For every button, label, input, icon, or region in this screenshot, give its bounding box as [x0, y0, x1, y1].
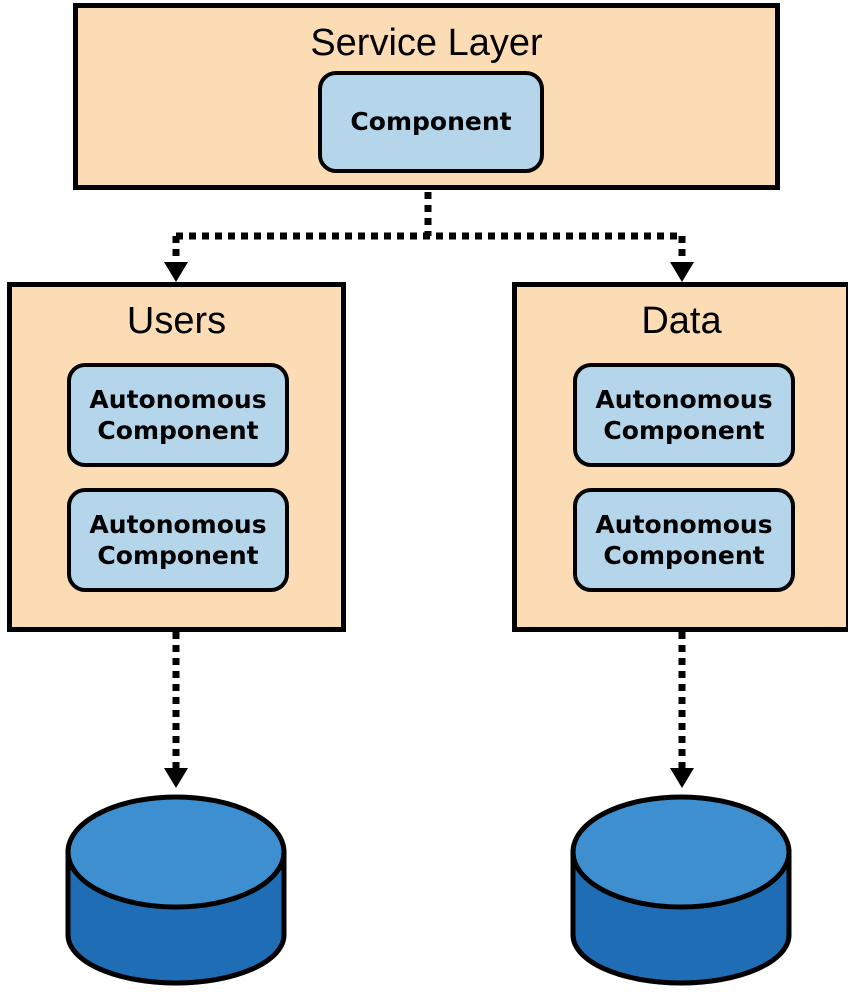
users-autonomous-component-1: Autonomous Component — [67, 363, 289, 467]
arrowhead-data — [670, 262, 694, 282]
data-tier-title: Data — [641, 300, 722, 342]
data-database-icon — [570, 794, 792, 986]
users-autonomous-component-2: Autonomous Component — [67, 488, 289, 592]
component-label-line1: Autonomous — [595, 509, 773, 539]
arrowhead-users — [164, 262, 188, 282]
service-component: Component — [318, 71, 544, 173]
data-autonomous-component-2: Autonomous Component — [573, 488, 795, 592]
users-tier-box: Users Autonomous Component Autonomous Co… — [7, 282, 346, 632]
service-layer-title: Service Layer — [310, 22, 543, 64]
component-label-line1: Autonomous — [89, 509, 267, 539]
data-tier-box: Data Autonomous Component Autonomous Com… — [512, 282, 848, 632]
component-label-line1: Autonomous — [89, 384, 267, 414]
service-component-label: Component — [350, 107, 512, 137]
users-database-icon — [65, 794, 287, 986]
component-label-line2: Component — [97, 416, 259, 445]
data-autonomous-component-1: Autonomous Component — [573, 363, 795, 467]
service-layer-box: Service Layer Component — [73, 3, 780, 190]
arrowhead-users-database — [164, 768, 188, 788]
component-label-line2: Component — [603, 416, 765, 445]
component-label-line2: Component — [97, 541, 259, 570]
component-label-line1: Autonomous — [595, 384, 773, 414]
component-label-line2: Component — [603, 541, 765, 570]
users-tier-title: Users — [126, 300, 227, 342]
arrowhead-data-database — [670, 768, 694, 788]
